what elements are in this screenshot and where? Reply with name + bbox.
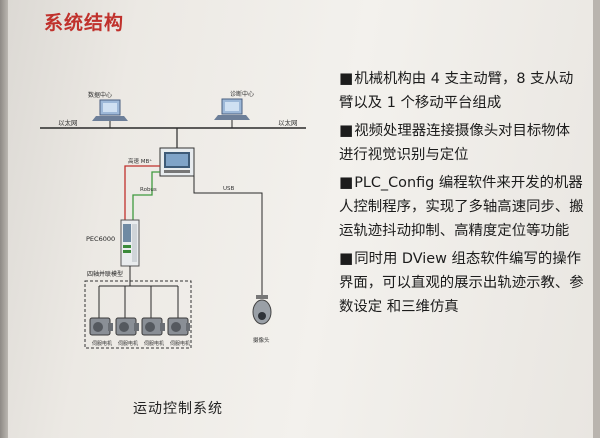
motor-label: 伺服电机 <box>118 340 138 347</box>
slide-surface <box>8 0 593 438</box>
ethernet-label-right: 以太网 <box>278 118 298 127</box>
video-processor-icon <box>159 147 195 177</box>
feature-list: ■机械机构由 4 支主动臂，8 支从动臂以及 1 个移动平台组成 ■视频处理器连… <box>339 66 584 322</box>
computer-right-icon <box>214 98 250 128</box>
controller-icon <box>120 219 140 267</box>
servo-group-label: 四轴并联模型 <box>87 270 123 278</box>
motor-label: 伺服电机 <box>170 340 190 347</box>
feature-text: 视频处理器连接摄像头对目标物体进行视觉识别与定位 <box>339 123 571 163</box>
controller-label: PEC6000 <box>86 235 115 243</box>
feature-item: ■视频处理器连接摄像头对目标物体进行视觉识别与定位 <box>339 118 584 167</box>
bullet-marker: ■ <box>339 69 354 87</box>
servo-motor-icon <box>167 317 190 336</box>
usb-link-label: USB <box>223 186 235 192</box>
feature-text: 机械机构由 4 支主动臂，8 支从动臂以及 1 个移动平台组成 <box>339 71 574 111</box>
robot-link-label: Robus <box>140 187 157 193</box>
camera-icon <box>252 295 272 325</box>
feature-item: ■PLC_Config 编程软件来开发的机器人控制程序，实现了多轴高速同步、搬运… <box>339 170 584 243</box>
data-center-label: 数据中心 <box>88 91 112 99</box>
photo-edge-shadow <box>0 0 10 438</box>
computer-left-icon <box>92 99 128 128</box>
diagnosis-center-label: 诊断中心 <box>230 90 254 98</box>
bullet-marker: ■ <box>339 173 354 191</box>
servo-motor-icon <box>141 317 165 336</box>
video-link-line <box>124 165 160 220</box>
video-link-label: 高速 MB⁺ <box>128 157 152 165</box>
slide-title: 系统结构 <box>44 12 125 34</box>
diagram-caption: 运动控制系统 <box>133 401 223 417</box>
bullet-marker: ■ <box>339 249 354 267</box>
feature-text: 同时用 DView 组态软件编写的操作界面，可以直观的展示出轨迹示教、参数设定 … <box>339 251 584 315</box>
camera-label: 摄像头 <box>253 336 270 344</box>
ethernet-label-left: 以太网 <box>58 118 78 127</box>
feature-item: ■机械机构由 4 支主动臂，8 支从动臂以及 1 个移动平台组成 <box>339 66 584 115</box>
motor-label: 伺服电机 <box>92 340 112 347</box>
servo-motor-icon <box>115 317 139 336</box>
robot-link-line <box>132 171 160 220</box>
servo-motor-icon <box>89 317 113 336</box>
motor-label: 伺服电机 <box>144 340 164 347</box>
feature-item: ■同时用 DView 组态软件编写的操作界面，可以直观的展示出轨迹示教、参数设定… <box>339 246 584 319</box>
feature-text: PLC_Config 编程软件来开发的机器人控制程序，实现了多轴高速同步、搬运轨… <box>339 175 584 239</box>
usb-link-line <box>193 176 263 295</box>
servo-group-box <box>84 280 192 349</box>
bullet-marker: ■ <box>339 121 354 139</box>
